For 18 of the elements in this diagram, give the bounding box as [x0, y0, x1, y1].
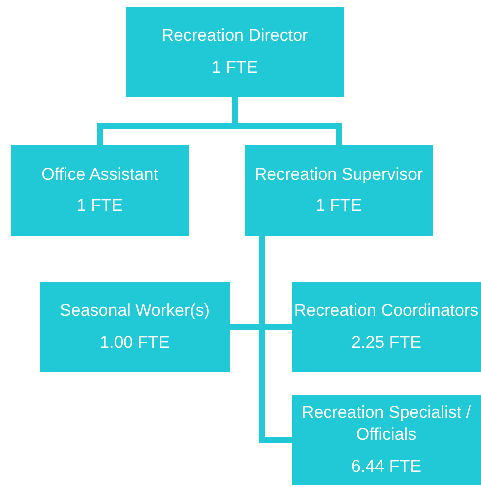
org-box [11, 145, 189, 236]
fte-count: 2.25 FTE [352, 332, 422, 354]
fte-count: 1.00 FTE [100, 332, 170, 354]
org-box [292, 395, 481, 485]
fte-count: 1 FTE [316, 195, 362, 217]
role-title: Recreation Supervisor [254, 164, 424, 186]
org-box [292, 282, 481, 372]
role-title: Recreation Director [162, 25, 308, 48]
role-title: Office Assistant [42, 164, 158, 186]
fte-count: 6.44 FTE [352, 456, 422, 478]
role-title: Recreation Coordinators [294, 300, 479, 322]
fte-count: 1 FTE [76, 195, 124, 217]
fte-count: 1 FTE [212, 56, 258, 78]
role-title: Seasonal Worker(s) [60, 300, 210, 322]
org-box [126, 7, 344, 97]
org-box [245, 145, 433, 236]
role-title: Recreation Specialist / Officials [300, 402, 472, 446]
org-box [40, 282, 230, 372]
